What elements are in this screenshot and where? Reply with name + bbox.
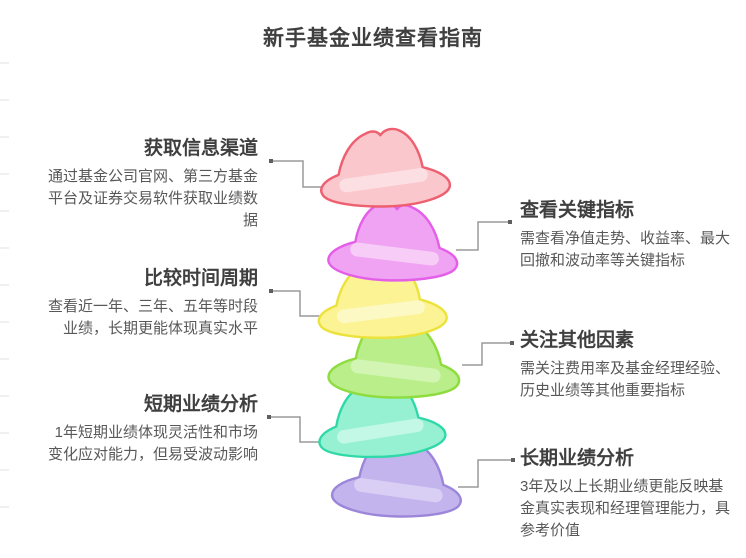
connector-line-right-2 <box>462 342 512 366</box>
annotation-block-compare-periods: 比较时间周期 查看近一年、三年、五年等时段业绩，长期更能体现真实水平 <box>46 268 258 340</box>
hat-band-highlight <box>336 300 425 324</box>
hat-body <box>320 127 452 208</box>
connector-dot <box>269 289 273 293</box>
connector-dot <box>267 415 271 419</box>
hat-band-highlight <box>350 242 439 266</box>
hat-band-highlight <box>337 418 424 444</box>
hat-band-highlight <box>350 359 441 383</box>
annotation-title: 长期业绩分析 <box>520 448 635 469</box>
annotation-block-short-term: 短期业绩分析 1年短期业绩体现灵活性和市场变化应对能力，但易受波动影响 <box>46 394 258 466</box>
annotation-title: 短期业绩分析 <box>143 394 258 415</box>
connector-dot <box>511 458 515 462</box>
connector-dot <box>508 220 512 224</box>
annotation-body: 通过基金公司官网、第三方基金平台及证券交易软件获取业绩数据 <box>47 168 258 229</box>
connector-dot <box>510 341 514 345</box>
annotation-body: 需关注费用率及基金经理经验、历史业绩等其他重要指标 <box>520 360 731 399</box>
annotation-body: 3年及以上长期业绩更能反映基金真实表现和经理管理能力，具参考价值 <box>520 478 731 539</box>
annotation-block-long-term: 长期业绩分析 3年及以上长期业绩更能反映基金真实表现和经理管理能力，具参考价值 <box>520 448 730 542</box>
annotation-title: 查看关键指标 <box>520 200 635 221</box>
connector-dot <box>269 159 273 163</box>
page-title: 新手基金业绩查看指南 <box>263 27 483 50</box>
annotation-block-other-factors: 关注其他因素 需关注费用率及基金经理经验、历史业绩等其他重要指标 <box>520 330 730 402</box>
annotation-title: 获取信息渠道 <box>143 138 258 159</box>
annotation-body: 需查看净值走势、收益率、最大回撤和波动率等关键指标 <box>520 230 731 269</box>
edge-artifact-ticks <box>0 62 9 542</box>
hat-band-highlight <box>339 168 428 193</box>
annotation-block-key-indicators: 查看关键指标 需查看净值走势、收益率、最大回撤和波动率等关键指标 <box>520 200 730 272</box>
hat-band-highlight <box>354 478 443 503</box>
pink-hat-illustration <box>312 118 463 219</box>
annotation-title: 比较时间周期 <box>143 268 258 289</box>
annotation-title: 关注其他因素 <box>520 330 635 351</box>
mint-hat-illustration <box>309 369 458 470</box>
yellow-hat-illustration <box>310 251 458 349</box>
annotation-block-info-channels: 获取信息渠道 通过基金公司官网、第三方基金平台及证券交易软件获取业绩数据 <box>46 138 258 232</box>
annotation-body: 查看近一年、三年、五年等时段业绩，长期更能体现真实水平 <box>47 298 258 337</box>
annotation-body: 1年短期业绩体现灵活性和市场变化应对能力，但易受波动影响 <box>47 424 258 463</box>
